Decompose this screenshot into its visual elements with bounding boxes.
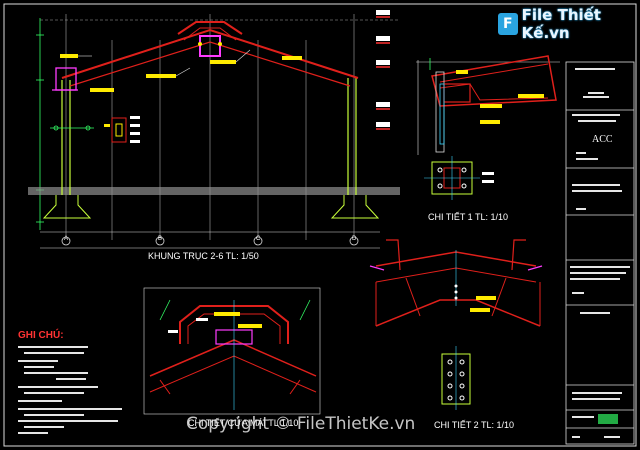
copyright-watermark: Copyright © FileThietKe.vn [186,414,416,434]
detail-2-drawing [369,239,543,327]
ground-strip [28,187,400,195]
foundation-right [330,195,380,219]
grid-axis-line [40,231,380,249]
grid-bubbles [61,236,359,246]
title-block-text-lines [570,68,630,438]
detail-2-title: CHI TIẾT 2 TL: 1/10 [434,420,515,430]
detail-2-bolt-plate [441,346,471,410]
tag-leaders [78,49,251,77]
filethietke-logo: F File Thiết Kế.vn [498,6,640,42]
dimension-line-left [36,18,44,230]
column-left [61,80,71,195]
frame-title: KHUNG TRỤC 2-6 TL: 1/50 [148,251,259,261]
logo-icon: F [498,13,518,35]
column-right [347,78,357,195]
title-block [565,61,635,445]
grid-label: A [64,236,69,242]
detail-3-drawing [149,299,317,410]
ridge-vent [177,21,243,57]
grid-label: B [158,236,163,242]
detail-1-bolt-plate [424,156,494,200]
elevation-markers [376,10,390,130]
bolt-detail-small [104,116,140,143]
sheet-border [3,3,637,447]
logo-text: File Thiết Kế.vn [521,6,601,42]
detail-3-frame [143,287,321,415]
notes-text-lines [18,346,122,434]
frame-tags [60,54,302,92]
firm-name: ACC [592,134,613,145]
detail-1-drawing [416,55,560,155]
grid-label: D [352,236,357,242]
detail-3-tags [168,312,262,333]
notes-title: GHI CHÚ: [18,330,64,341]
rafter-beam [61,28,359,87]
detail-1-title: CHI TIẾT 1 TL: 1/10 [428,212,509,222]
foundation-left [42,195,92,219]
section-symbol [50,125,94,131]
detail-3-title: CHI TIẾT CỬA MÁI TL 1/10 [188,418,299,428]
grid-label: C [256,236,261,242]
grid-lines [40,14,400,240]
knee-connection-left [52,67,78,91]
